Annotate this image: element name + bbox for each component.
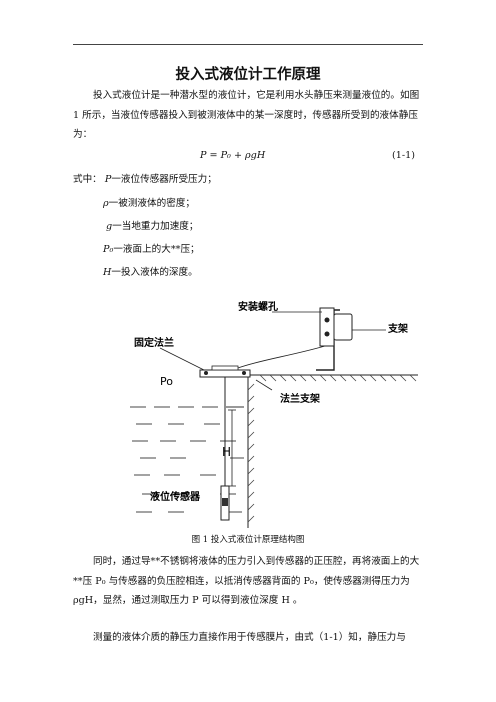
- definition-rho: ρ一被测液体的密度；: [103, 198, 195, 210]
- flange-bolt-left: [204, 371, 208, 375]
- where-label: 式中： P一液位传感器所受压力；: [73, 174, 217, 186]
- def-text: 一当地重力加速度；: [112, 221, 199, 232]
- definition-h: H一投入液体的深度。: [103, 267, 198, 279]
- install-bolt-icon: [324, 317, 330, 323]
- figure-caption: 图 1 投入式液位计原理结构图: [191, 535, 305, 545]
- equation-number: (1-1): [392, 150, 415, 161]
- intro-paragraph: 投入式液位计是一种潜水型的液位计，它是利用水头静压来测量液位的。如图 1 所示，…: [73, 90, 420, 140]
- def-symbol: ρ: [103, 198, 109, 209]
- label-flange-bracket: 法兰支架: [280, 392, 320, 405]
- wall-hatching: [247, 383, 255, 523]
- label-install-bolt: 安装螺孔: [238, 300, 278, 313]
- equation: P = P₀ + ρgH: [200, 150, 266, 161]
- paragraph-2: 同时，通过导**不锈钢将液体的压力引入到传感器的正压腔，再将液面上的大**压 P…: [73, 556, 420, 606]
- label-h: H: [222, 445, 231, 459]
- definition-p0: P₀一液面上的大**压；: [103, 244, 200, 256]
- label-sensor: 液位传感器: [150, 490, 201, 503]
- header-rule: [73, 44, 423, 45]
- where-text: 式中：: [73, 174, 102, 185]
- leader-flange-bracket: [255, 379, 273, 391]
- label-bracket: 支架: [387, 322, 408, 335]
- def-text: 一被测液体的密度；: [108, 198, 195, 209]
- flange-bolt-right: [242, 371, 246, 375]
- sensor-tip: [222, 498, 228, 506]
- cable: [237, 325, 327, 369]
- doc-title: 投入式液位计工作原理: [175, 67, 321, 83]
- def-text: 一液位传感器所受压力；: [111, 174, 217, 185]
- def-symbol: P₀: [103, 244, 114, 255]
- structure-figure: 安装螺孔 支架 固定法兰 Po 法兰支架 H 液位传感器: [130, 300, 418, 528]
- leader-flange: [159, 347, 205, 371]
- def-text: 一液面上的大**压；: [113, 244, 200, 255]
- ground-hatching: [259, 374, 417, 382]
- definition-g: g一当地重力加速度；: [106, 221, 199, 233]
- paragraph-3: 测量的液体介质的静压力直接作用于传感膜片，由式（1-1）知，静压力与: [93, 632, 406, 643]
- label-po: Po: [160, 375, 173, 388]
- def-symbol: P: [104, 174, 112, 185]
- junction-box-head: [333, 313, 353, 341]
- def-symbol: g: [106, 221, 113, 232]
- flange-top: [211, 365, 239, 371]
- def-symbol: H: [103, 267, 112, 278]
- label-fixed-flange: 固定法兰: [134, 336, 174, 349]
- junction-box: [319, 307, 335, 347]
- def-text: 一投入液体的深度。: [111, 267, 198, 278]
- install-bolt-icon: [324, 331, 330, 337]
